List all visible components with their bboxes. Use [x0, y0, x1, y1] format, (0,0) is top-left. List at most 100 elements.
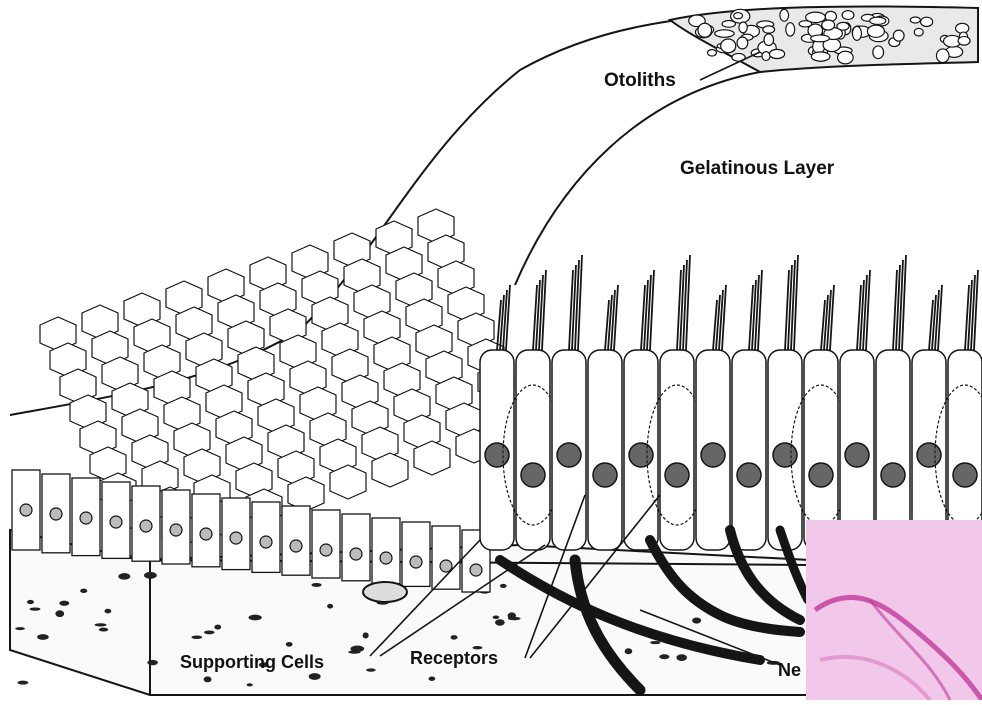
otolith-crystal	[762, 52, 770, 61]
label-nerve: Ne	[778, 660, 801, 680]
tissue-cell-speck	[692, 617, 701, 623]
otolith-crystal	[910, 17, 920, 23]
label-otoliths: Otoliths	[604, 70, 676, 91]
otolith-crystal	[811, 35, 830, 42]
cell-nucleus	[953, 463, 977, 487]
side-cell	[402, 522, 430, 586]
cell-nucleus	[20, 504, 32, 516]
columnar-cell	[660, 350, 694, 550]
tissue-cell-speck	[204, 630, 215, 634]
cell-nucleus	[809, 463, 833, 487]
otolith-crystal	[734, 13, 743, 19]
tissue-cell-speck	[247, 683, 253, 686]
label-gelatinous-layer: Gelatinous Layer	[680, 158, 835, 179]
tissue-cell-speck	[309, 673, 321, 680]
otolith-crystal	[722, 20, 735, 27]
cell-nucleus	[773, 443, 797, 467]
cell-nucleus	[737, 463, 761, 487]
surface-cell	[414, 441, 450, 475]
otolith-crystal	[914, 28, 923, 36]
tissue-cell-speck	[363, 632, 369, 638]
otolith-crystal	[837, 22, 849, 30]
histology-inset	[806, 520, 982, 700]
cell-nucleus	[521, 463, 545, 487]
tissue-cell-speck	[659, 654, 669, 659]
tissue-cell-speck	[500, 584, 507, 588]
otolith-crystal	[698, 23, 712, 37]
side-cell	[372, 518, 400, 584]
columnar-cell	[588, 350, 622, 550]
cell-nucleus	[701, 443, 725, 467]
cell-nucleus	[200, 528, 212, 540]
otolith-crystal	[763, 26, 775, 33]
tissue-cell-speck	[191, 635, 202, 638]
cell-nucleus	[230, 532, 242, 544]
tissue-cell-speck	[311, 583, 321, 587]
otolith-crystal	[867, 25, 884, 37]
otolith-crystal	[707, 49, 716, 56]
cell-nucleus	[485, 443, 509, 467]
otolith-crystal	[870, 17, 886, 24]
cell-nucleus	[881, 463, 905, 487]
otolith-crystal	[838, 51, 854, 64]
tissue-cell-speck	[118, 573, 130, 579]
tissue-cell-speck	[59, 601, 69, 606]
surface-cell	[330, 465, 366, 499]
cell-nucleus	[110, 516, 122, 528]
otolith-crystal	[873, 46, 884, 59]
cell-nucleus	[320, 544, 332, 556]
cell-nucleus	[350, 548, 362, 560]
tissue-cell-speck	[37, 634, 49, 640]
tissue-cell-speck	[99, 628, 108, 632]
tissue-cell-speck	[493, 615, 500, 619]
otolith-crystal	[721, 39, 736, 53]
tissue-cell-speck	[348, 650, 360, 653]
cell-nucleus	[557, 443, 581, 467]
otolith-crystal	[842, 11, 854, 20]
otolith-crystal	[958, 36, 970, 45]
tissue-cell-speck	[27, 600, 34, 604]
otolith-crystal	[739, 22, 747, 33]
tissue-cell-speck	[30, 607, 41, 610]
tissue-cell-speck	[94, 623, 106, 626]
tissue-cell-speck	[249, 615, 262, 621]
tissue-cell-speck	[17, 681, 28, 685]
cell-nucleus	[665, 463, 689, 487]
tissue-cell-speck	[15, 627, 25, 630]
cell-nucleus	[50, 508, 62, 520]
otolith-crystal	[936, 49, 949, 63]
cell-nucleus	[290, 540, 302, 552]
tissue-cell-speck	[676, 654, 687, 661]
tissue-cell-speck	[147, 660, 158, 665]
cell-nucleus	[380, 552, 392, 564]
label-receptors: Receptors	[410, 648, 498, 668]
cell-nucleus	[410, 556, 422, 568]
otolith-crystal	[822, 20, 835, 30]
columnar-cell	[732, 350, 766, 550]
tissue-cell-speck	[625, 648, 633, 654]
tissue-cell-speck	[55, 610, 64, 617]
tissue-cell-speck	[214, 625, 221, 630]
cell-nucleus	[845, 443, 869, 467]
cell-nucleus	[170, 524, 182, 536]
tissue-cell-speck	[144, 572, 157, 579]
otolith-crystal	[769, 49, 784, 58]
cell-nucleus	[593, 463, 617, 487]
cell-nucleus	[80, 512, 92, 524]
label-supporting-cells: Supporting Cells	[180, 652, 324, 672]
tissue-cell-speck	[451, 635, 458, 640]
otolith-crystal	[811, 52, 830, 61]
otolith-crystal	[764, 34, 774, 46]
tissue-cell-speck	[327, 604, 333, 609]
tissue-cell-speck	[104, 609, 111, 614]
side-cell	[432, 526, 460, 589]
tissue-cell-speck	[204, 676, 212, 682]
cell-nucleus	[260, 536, 272, 548]
tissue-cell-speck	[286, 642, 293, 647]
tissue-cell-speck	[495, 619, 505, 625]
columnar-cell	[516, 350, 550, 550]
cell-nucleus	[470, 564, 482, 576]
tissue-cell-speck	[508, 617, 521, 620]
cell-nucleus	[140, 520, 152, 532]
